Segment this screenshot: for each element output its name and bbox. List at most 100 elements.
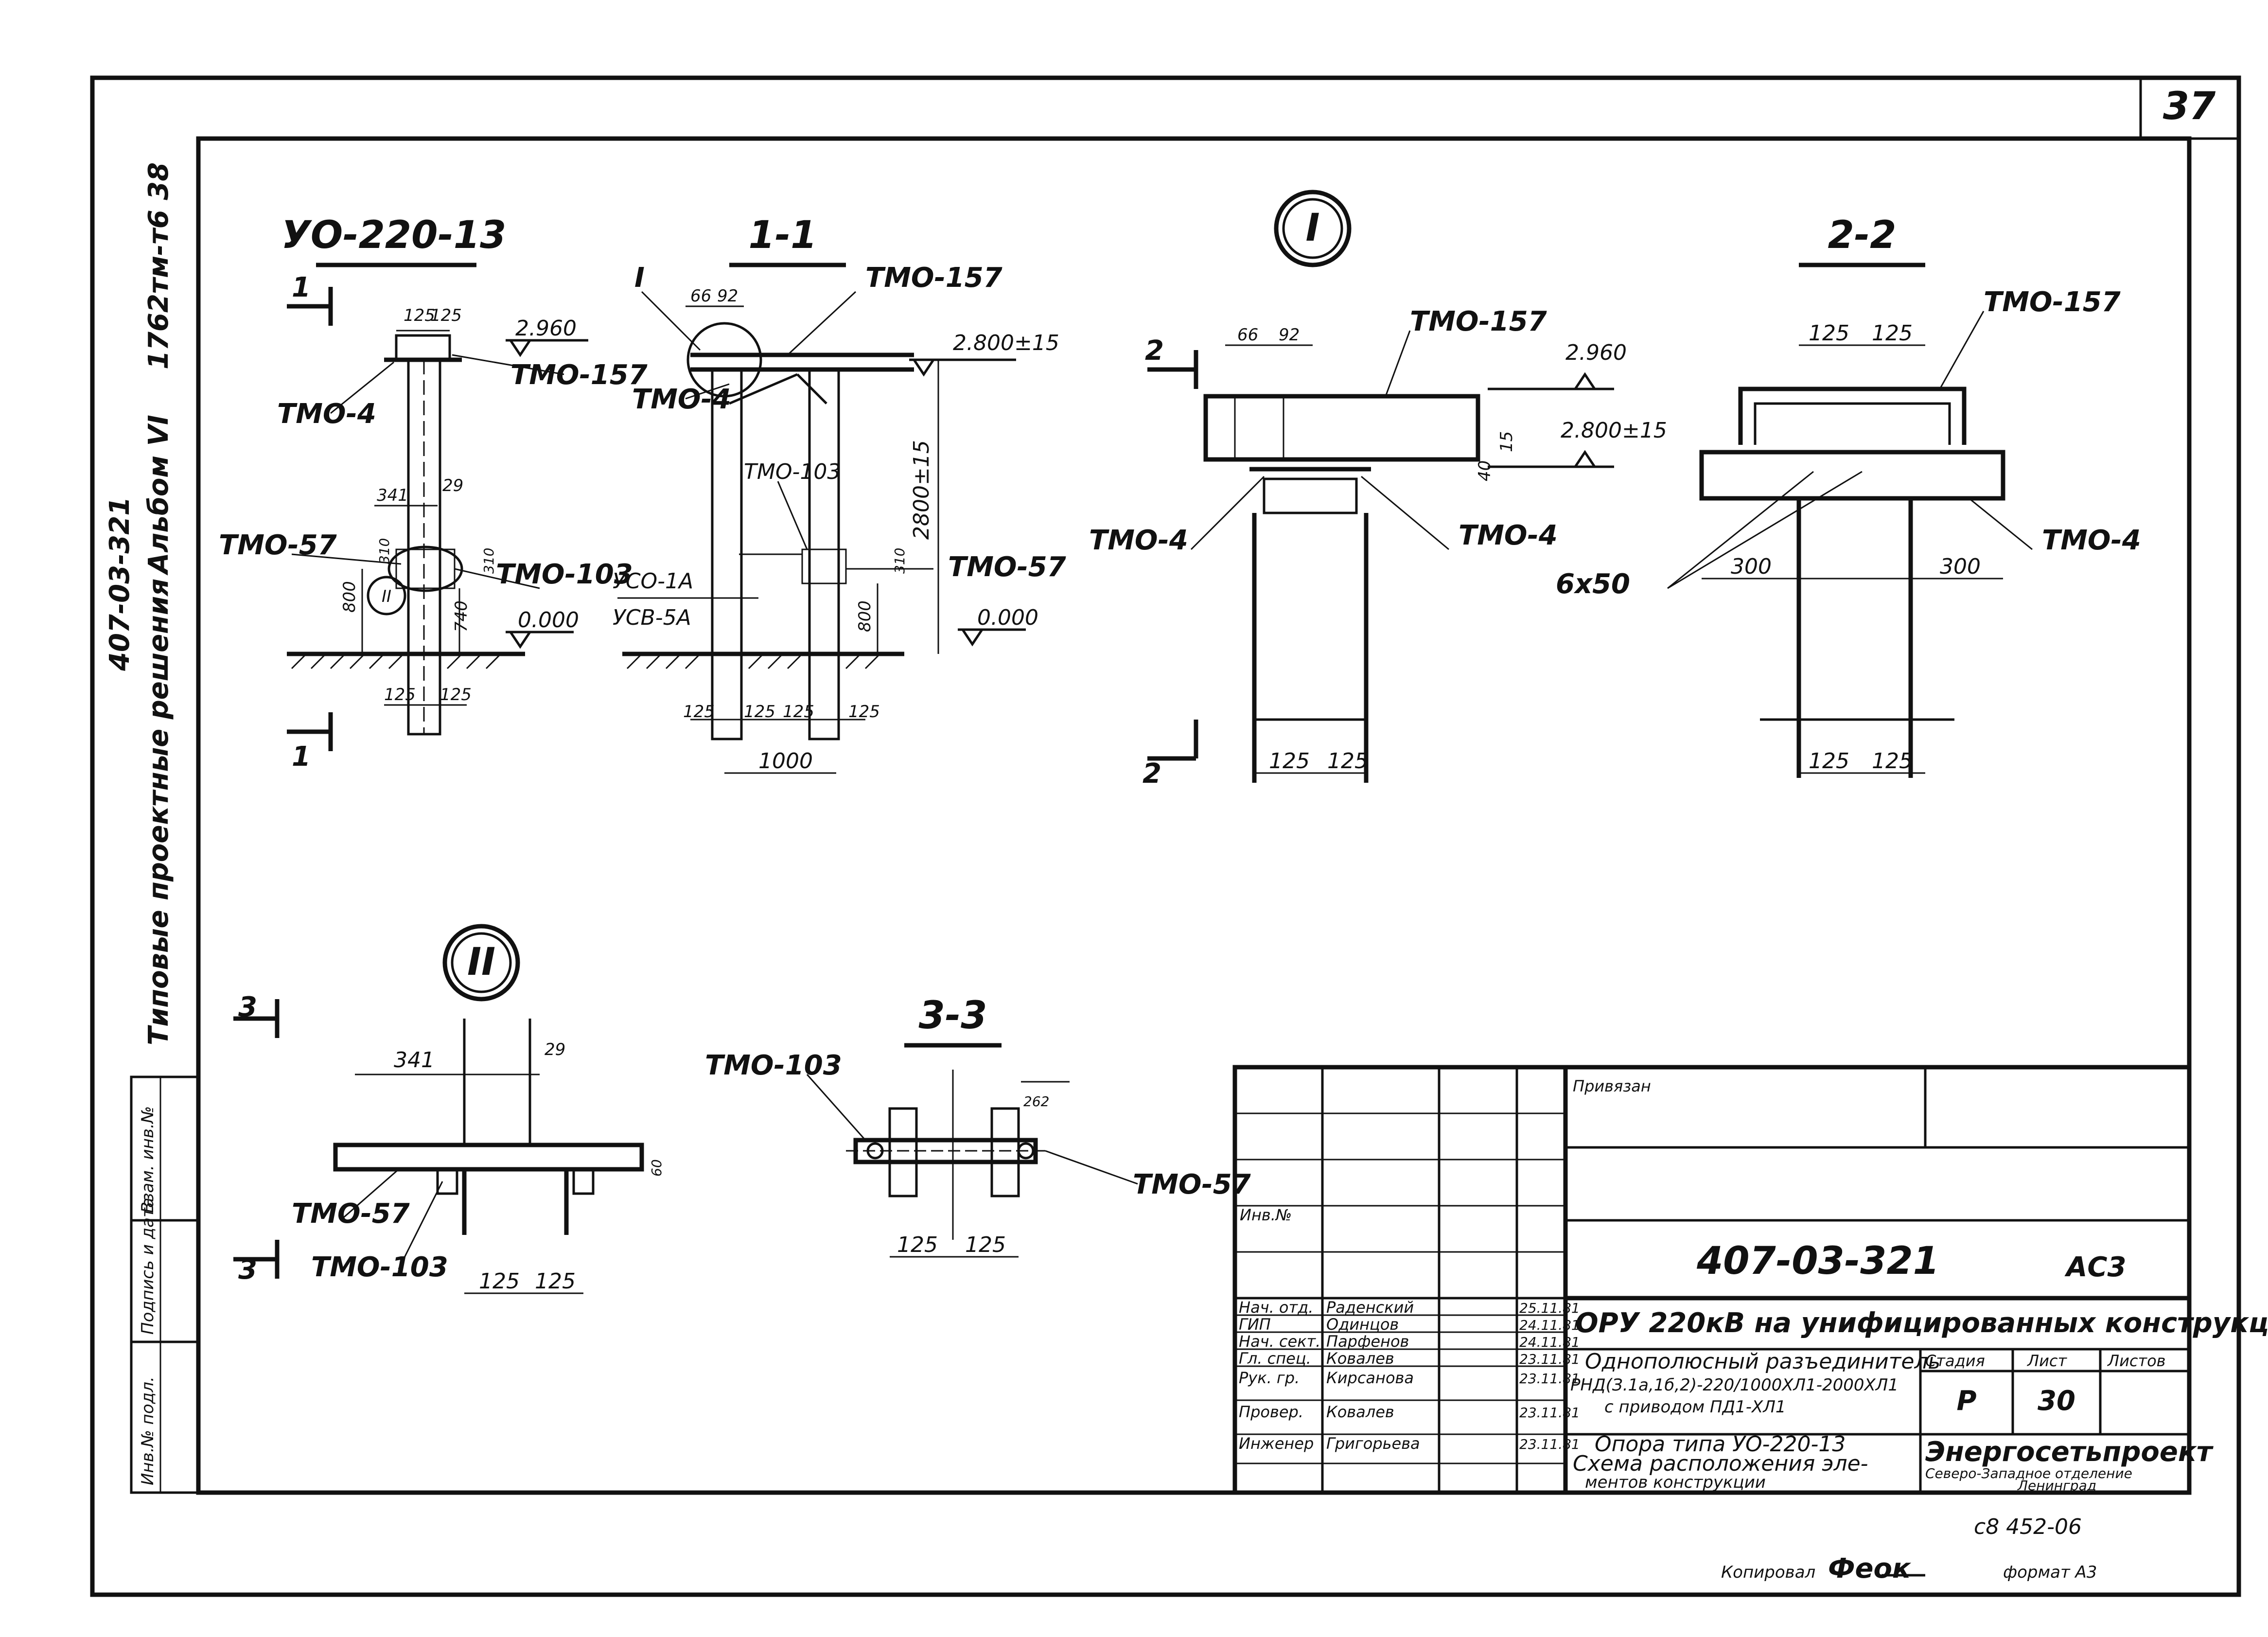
view-I-label-tmo4-right: ТМО-4 [1459,520,1558,551]
view-22-dim-3: 300 [1731,554,1772,579]
view-11-callout: I [634,262,645,294]
view-uo-dim-3: 341 [377,486,408,505]
tb-doc-code: 407-03-321 [1696,1239,1939,1283]
tb-equip-2: РНД(З.1а,1б,2)-220/1000ХЛ1-2000ХЛ1 [1570,1375,1899,1395]
stamp-sign: Подпись и дата [138,1197,158,1335]
signer-name: Григорьева [1326,1434,1420,1453]
title-block: Инв.№ Привязан 407-03-321 АС3 ОРУ 220кВ … [1232,1065,2268,1495]
view-uo-dim-4: 29 [442,476,463,495]
tb-tied-label: Привязан [1573,1077,1651,1095]
view-11-label-tmo4: ТМО-4 [632,384,731,415]
signer-role: Инженер [1239,1434,1314,1453]
tb-org-city: Ленинград [2017,1478,2096,1494]
signer-name: Одинцов [1326,1315,1399,1334]
view-uo-label-tmo4: ТМО-4 [277,398,376,430]
view-uo-dim-9: 125 [384,685,416,704]
view-II-cut-top: 3 [238,991,257,1023]
view-uo-label-tmo103: ТМО-103 [496,559,633,590]
sheet-bottom: с8 452-06 Копировал Феок формат А3 [1721,1514,2097,1584]
view-I-cut-top: 2 [1145,335,1164,367]
signer-name: Ковалев [1326,1403,1394,1421]
side-album: Альбом VI [143,415,175,576]
view-uo-cut-bottom: 1 [292,741,311,773]
view-11-label-tmo57: ТМО-57 [948,551,1066,583]
view-22-label-6x50: 6х50 [1556,568,1630,600]
signer-role: Провер. [1239,1403,1303,1421]
view-11-dim-9: 125 [848,702,880,722]
view-I-dim-2: 92 [1279,325,1300,345]
view-I-dim-5: 125 [1269,749,1310,774]
stamp-inv: Инв.№ подл. [138,1376,158,1485]
ground-hatch-11 [626,653,881,669]
view-I-dim-4: 40 [1475,460,1494,481]
view-22-dim-1: 125 [1809,321,1849,346]
view-22-label-tmo157: ТМО-157 [1984,286,2121,318]
tb-drawing-2: Схема расположения эле- [1573,1451,1868,1476]
view-11-title: 1-1 [749,213,817,257]
view-uo-dim-6: 310 [481,548,497,574]
side-code: 1762тм-т6 38 [143,162,175,370]
view-I-label-tmo4-left: ТМО-4 [1089,525,1188,556]
view-uo-label-tmo157: ТМО-157 [510,359,648,391]
view-11-dim-8: 125 [783,702,814,722]
view-1-1: 1-1 I 2.800±15 0.000 66 92 280 [613,213,1066,774]
format-label: формат А3 [2003,1563,2097,1582]
signer-date: 23.11.81 [1519,1436,1580,1452]
view-2-2: 2-2 125 125 300 300 125 125 ТМО-157 ТМО-… [1556,213,2141,778]
signer-date: 24.11.81 [1519,1317,1580,1333]
stamp-repl: Взам. инв.№ [138,1106,158,1213]
view-33-title: 3-3 [919,994,987,1038]
signer-name: Ковалев [1326,1349,1394,1368]
view-22-dim-6: 125 [1872,749,1913,774]
view-uo-dim-2: 125 [430,306,462,325]
view-uo-label-tmo57: ТМО-57 [219,529,337,561]
view-11-label-tmo157: ТМО-157 [865,262,1002,294]
signer-date: 25.11.81 [1519,1300,1580,1316]
tb-sheets-label: Листов [2107,1352,2166,1370]
tb-sheet-value: 30 [2038,1385,2075,1417]
view-11-label-usv: УСВ-5А [613,605,691,630]
tb-equip-1: Однополюсный разъединитель [1585,1349,1940,1374]
view-I-dim-3: 15 [1497,431,1516,452]
view-3-3: 3-3 262 125 125 ТМО-103 ТМО-57 [705,994,1251,1258]
view-11-dim-3: 2800±15 [909,440,934,540]
view-11-dim-4: 310 [892,548,908,574]
view-33-dim-3: 125 [965,1232,1006,1257]
view-I-title: I [1305,206,1319,250]
view-11-dim-5: 800 [855,600,875,632]
view-I-level-mid: 2.800±15 [1561,418,1667,443]
view-22-dim-4: 300 [1940,554,1981,579]
view-11-dim-6: 125 [683,702,715,722]
view-uo-level-ground: 0.000 [518,608,579,633]
view-I-cut-bottom: 2 [1143,758,1161,790]
view-11-dim-10: 1000 [758,749,813,774]
view-33-dim-1: 262 [1023,1093,1049,1109]
view-11-label-uso: УСО-1А [613,569,693,594]
signer-name: Парфенов [1326,1332,1409,1351]
view-I: I 2 2 66 92 15 40 125 125 2.960 2.800±15… [1089,190,1667,790]
left-stamp: Инв.№ подл. Подпись и дата Взам. инв.№ [130,1075,200,1494]
view-33-label-tmo103: ТМО-103 [705,1050,842,1081]
view-uo-dim-10: 125 [440,685,472,704]
page-number: 37 [2163,85,2216,128]
tb-drawing-3: ментов конструкции [1585,1473,1766,1492]
tb-equip-3: с приводом ПД1-ХЛ1 [1604,1397,1786,1417]
view-I-dim-6: 125 [1327,749,1368,774]
view-uo-dim-8: 740 [452,600,471,632]
view-33-dim-2: 125 [897,1232,938,1257]
view-uo-cut-top: 1 [292,272,311,303]
view-II-dim-5: 125 [535,1269,576,1294]
view-II-label-tmo57: ТМО-57 [292,1198,410,1230]
view-uo-dim-5: 310 [376,538,392,564]
signer-name: Раденский [1326,1298,1414,1317]
view-33-label-tmo57: ТМО-57 [1133,1169,1251,1200]
signer-date: 23.11.81 [1519,1371,1580,1387]
signer-date: 23.11.81 [1519,1351,1580,1367]
view-I-label-tmo157: ТМО-157 [1410,306,1547,337]
view-II-dim-2: 29 [545,1040,565,1059]
signer-date: 23.11.81 [1519,1405,1580,1421]
view-uo-level-top: 2.960 [515,316,577,341]
view-11-dim-2: 92 [717,286,738,306]
view-uo-callout: II [382,587,391,606]
